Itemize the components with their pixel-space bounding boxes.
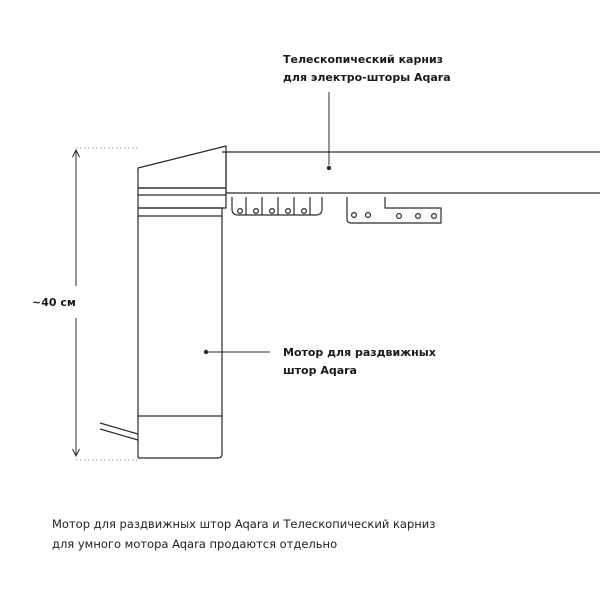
height-dimension bbox=[72, 147, 138, 461]
runner-carriage bbox=[346, 197, 442, 224]
telescopic-rail bbox=[222, 151, 600, 194]
curtain-motor bbox=[137, 145, 227, 459]
rail-callout-line-1: Телескопический карниз bbox=[283, 53, 444, 66]
footnote-line-2: для умного мотора Aqara продаются отдель… bbox=[52, 537, 338, 551]
callout-dots bbox=[203, 165, 332, 355]
dimension-label: ~40 см bbox=[32, 296, 76, 309]
power-cable bbox=[99, 422, 139, 441]
rail-callout: Телескопический карниз для электро-шторы… bbox=[283, 51, 451, 87]
callout-leaders bbox=[206, 92, 330, 353]
footnote-line-1: Мотор для раздвижных штор Aqara и Телеск… bbox=[52, 517, 436, 531]
motor-callout-line-1: Мотор для раздвижных bbox=[283, 346, 436, 359]
rail-callout-line-2: для электро-шторы Aqara bbox=[283, 71, 451, 84]
curtain-gliders bbox=[231, 197, 323, 216]
footnote: Мотор для раздвижных штор Aqara и Телеск… bbox=[52, 514, 435, 554]
motor-callout-line-2: штор Aqara bbox=[283, 364, 357, 377]
motor-callout: Мотор для раздвижных штор Aqara bbox=[283, 344, 436, 380]
